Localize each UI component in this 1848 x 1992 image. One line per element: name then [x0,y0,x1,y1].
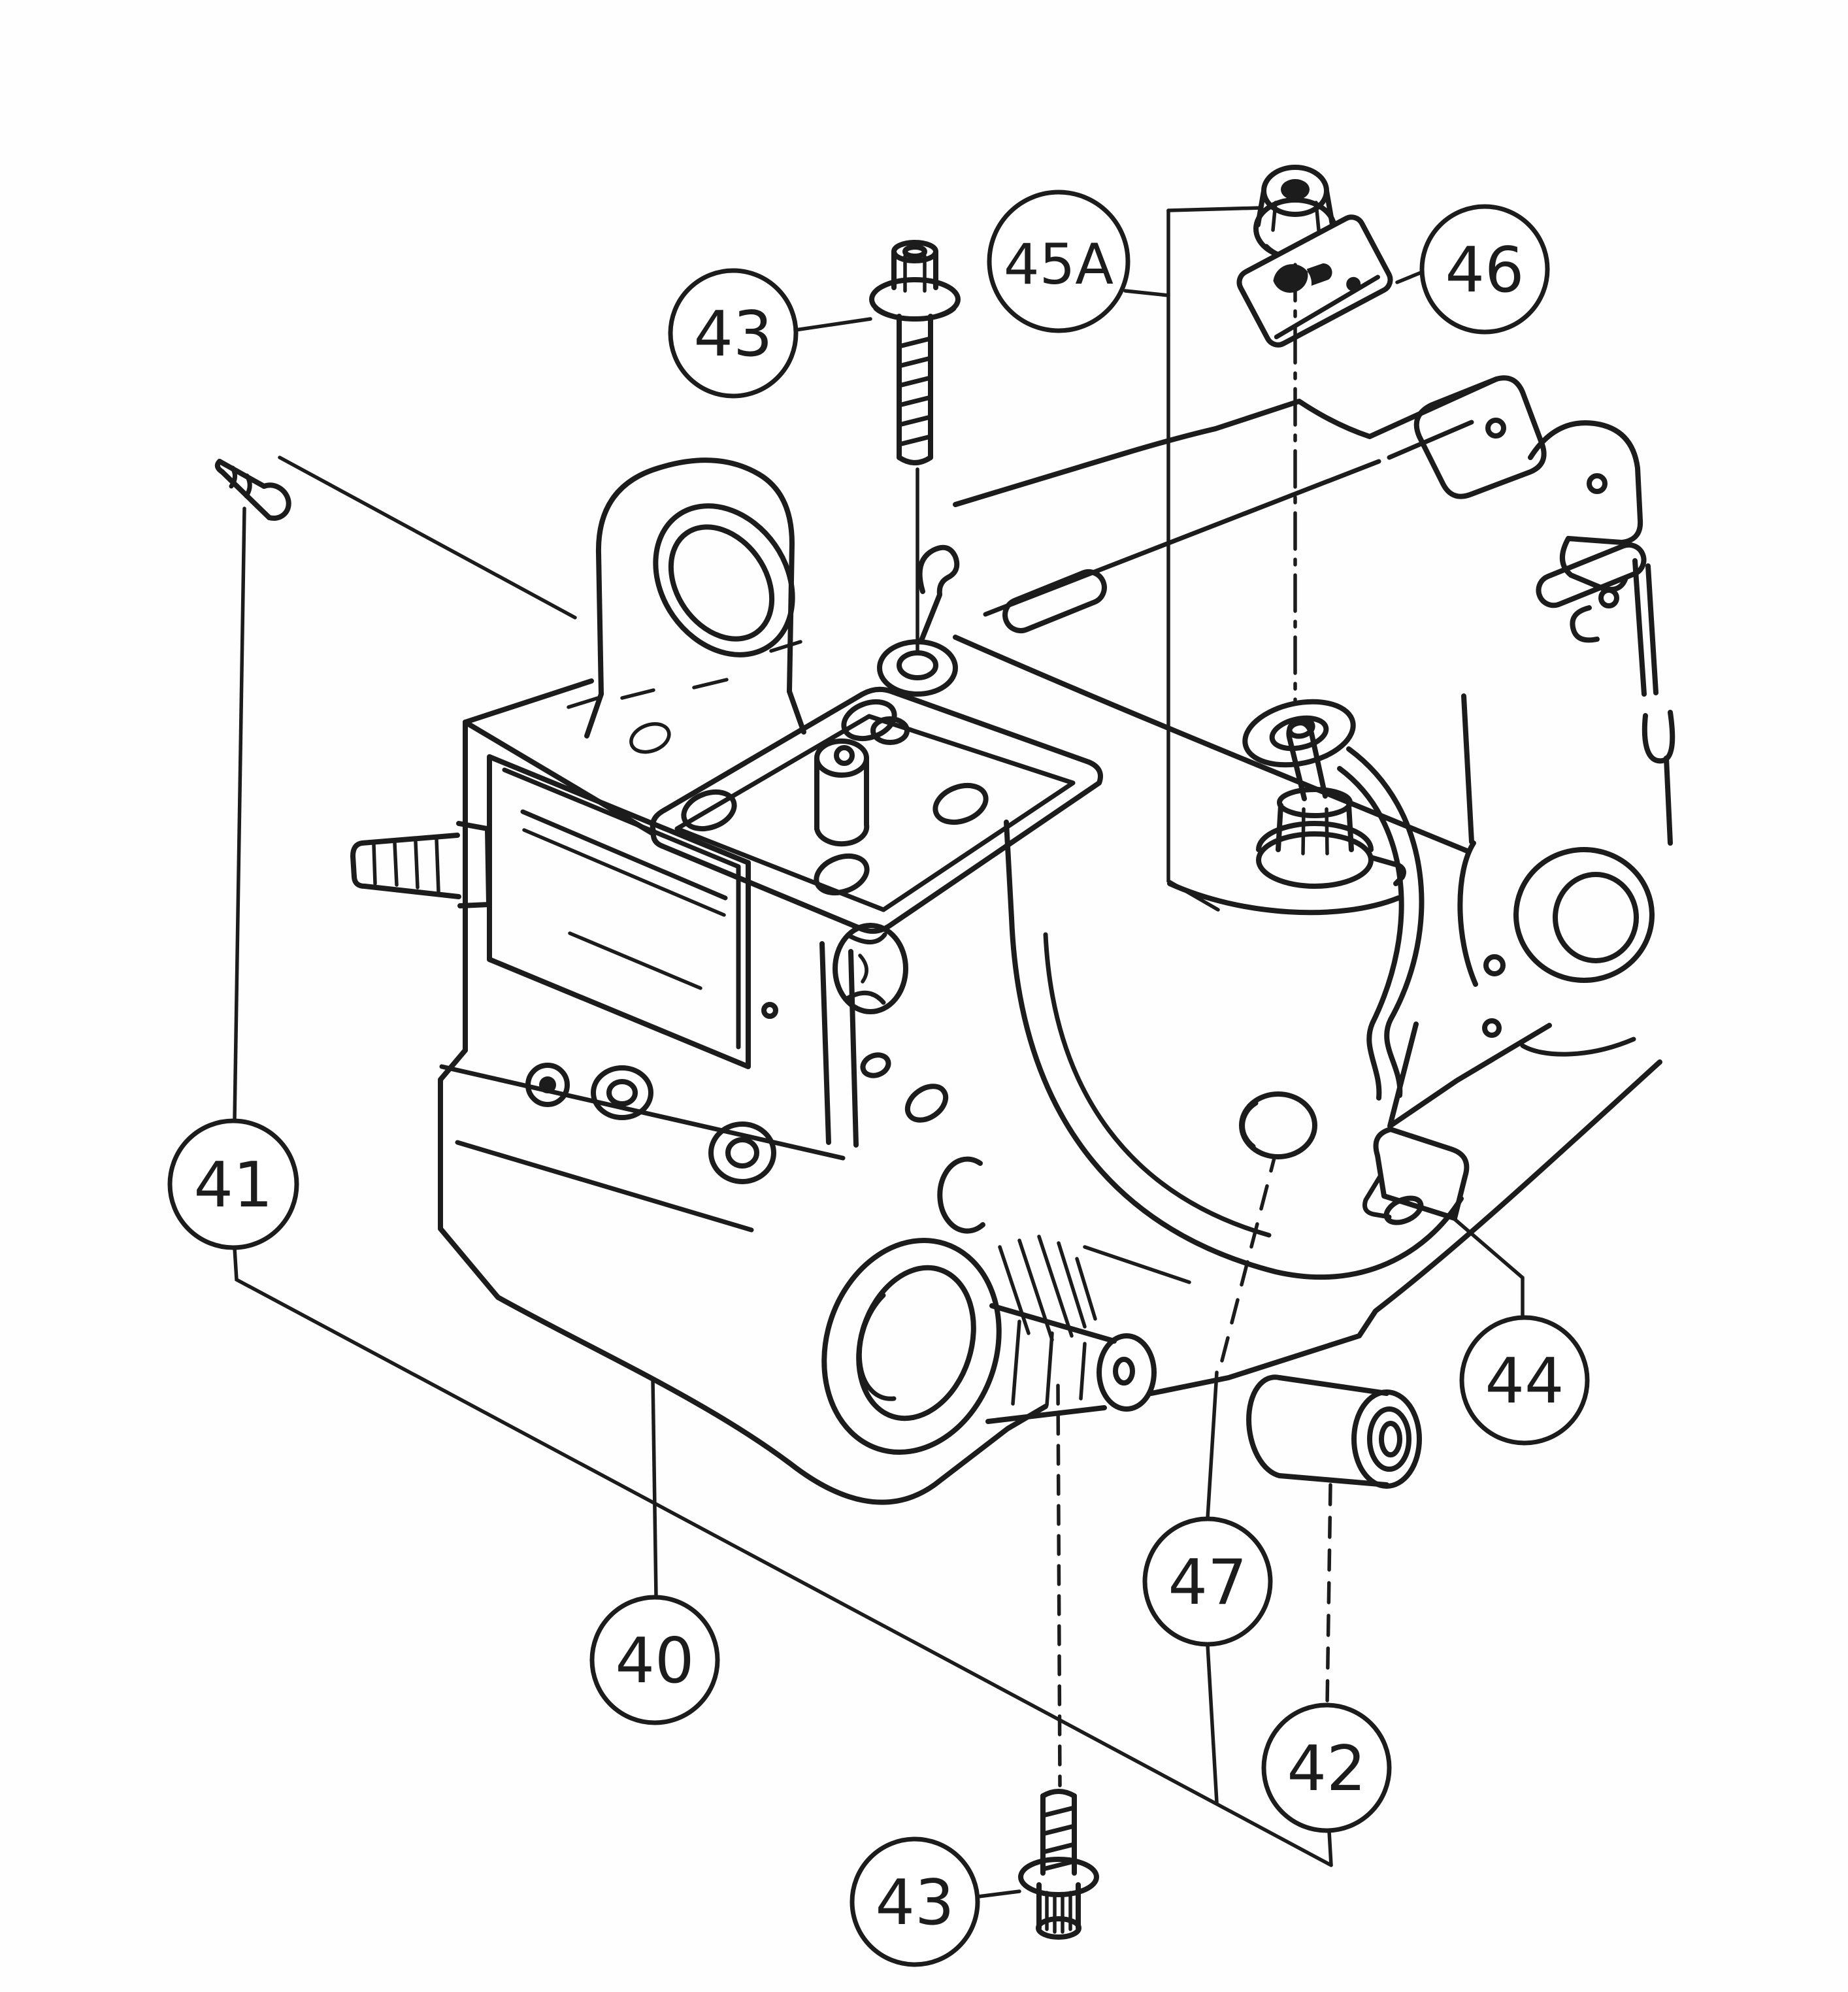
flange-screw-top [869,240,961,465]
pin-install-line [278,456,577,620]
callout-44-label: 44 [1485,1346,1564,1418]
crank-chamber [1004,820,1464,1284]
leader-45A-to-nut [1166,206,1263,212]
leader-47-dashed [1220,1156,1276,1363]
crankcase-body [350,375,1675,1505]
leader-lines [233,206,1525,1899]
ear-boss [584,457,806,739]
wire-and-connector [1242,699,1470,1225]
callout-42: 42 [1261,1702,1392,1833]
leader-46 [1395,270,1425,284]
leader-47-down [1206,1643,1219,1804]
cylinder-opening [487,754,751,1069]
leader-43-bottom [976,1889,1021,1899]
lock-plate [1236,214,1393,348]
left-stud [350,821,491,908]
callout-43-bottom-label: 43 [876,1867,955,1939]
front-pillar [819,923,908,1148]
flange-screw-bottom [1018,1789,1099,1940]
callout-43-top: 43 [668,268,799,399]
leader-40 [651,1377,658,1599]
screw-bottom-centerline [1056,1384,1062,1787]
callout-43-top-label: 43 [694,299,773,371]
leader-41-long [233,1246,1333,1867]
leader-42-spur [1327,1829,1333,1867]
tension-pin [214,459,291,521]
plug [1239,1091,1317,1159]
callout-43-bottom: 43 [850,1836,980,1967]
callout-46-label: 46 [1445,235,1525,307]
callout-41-label: 41 [194,1150,273,1221]
leader-45A-connector [1123,289,1170,297]
callout-45A-label: 45A [1004,232,1114,297]
front-face-holes [525,1002,985,1234]
toggle-switch [1256,717,1406,889]
leader-45A-down [1166,208,1220,912]
rear-bracket [877,375,1675,854]
callout-47-label: 47 [1168,1547,1247,1619]
leader-44 [1450,1215,1525,1319]
bearing-boss [1457,693,1655,987]
callout-46: 46 [1419,204,1550,335]
callout-41: 41 [167,1118,299,1250]
leader-41-from-pin [233,506,246,1121]
callout-44: 44 [1459,1315,1590,1446]
callouts: 43 45A 46 41 40 47 42 44 [167,190,1590,1967]
plate-center-boss [814,716,910,847]
bar-boss-and-stud [821,1235,1157,1455]
carb-mount-plate [650,686,1103,934]
lower-right-face [1149,881,1662,1396]
callout-40: 40 [589,1595,720,1725]
bushing [1246,1374,1422,1489]
case-top-and-left [438,640,1048,1505]
callout-42-label: 42 [1287,1733,1366,1805]
callout-40-label: 40 [616,1625,695,1697]
leader-42-dashed [1325,1483,1332,1706]
callout-47: 47 [1142,1516,1273,1647]
leader-43-top [793,317,872,332]
leader-47-up [1206,1370,1219,1520]
callout-45A: 45A [987,190,1130,333]
